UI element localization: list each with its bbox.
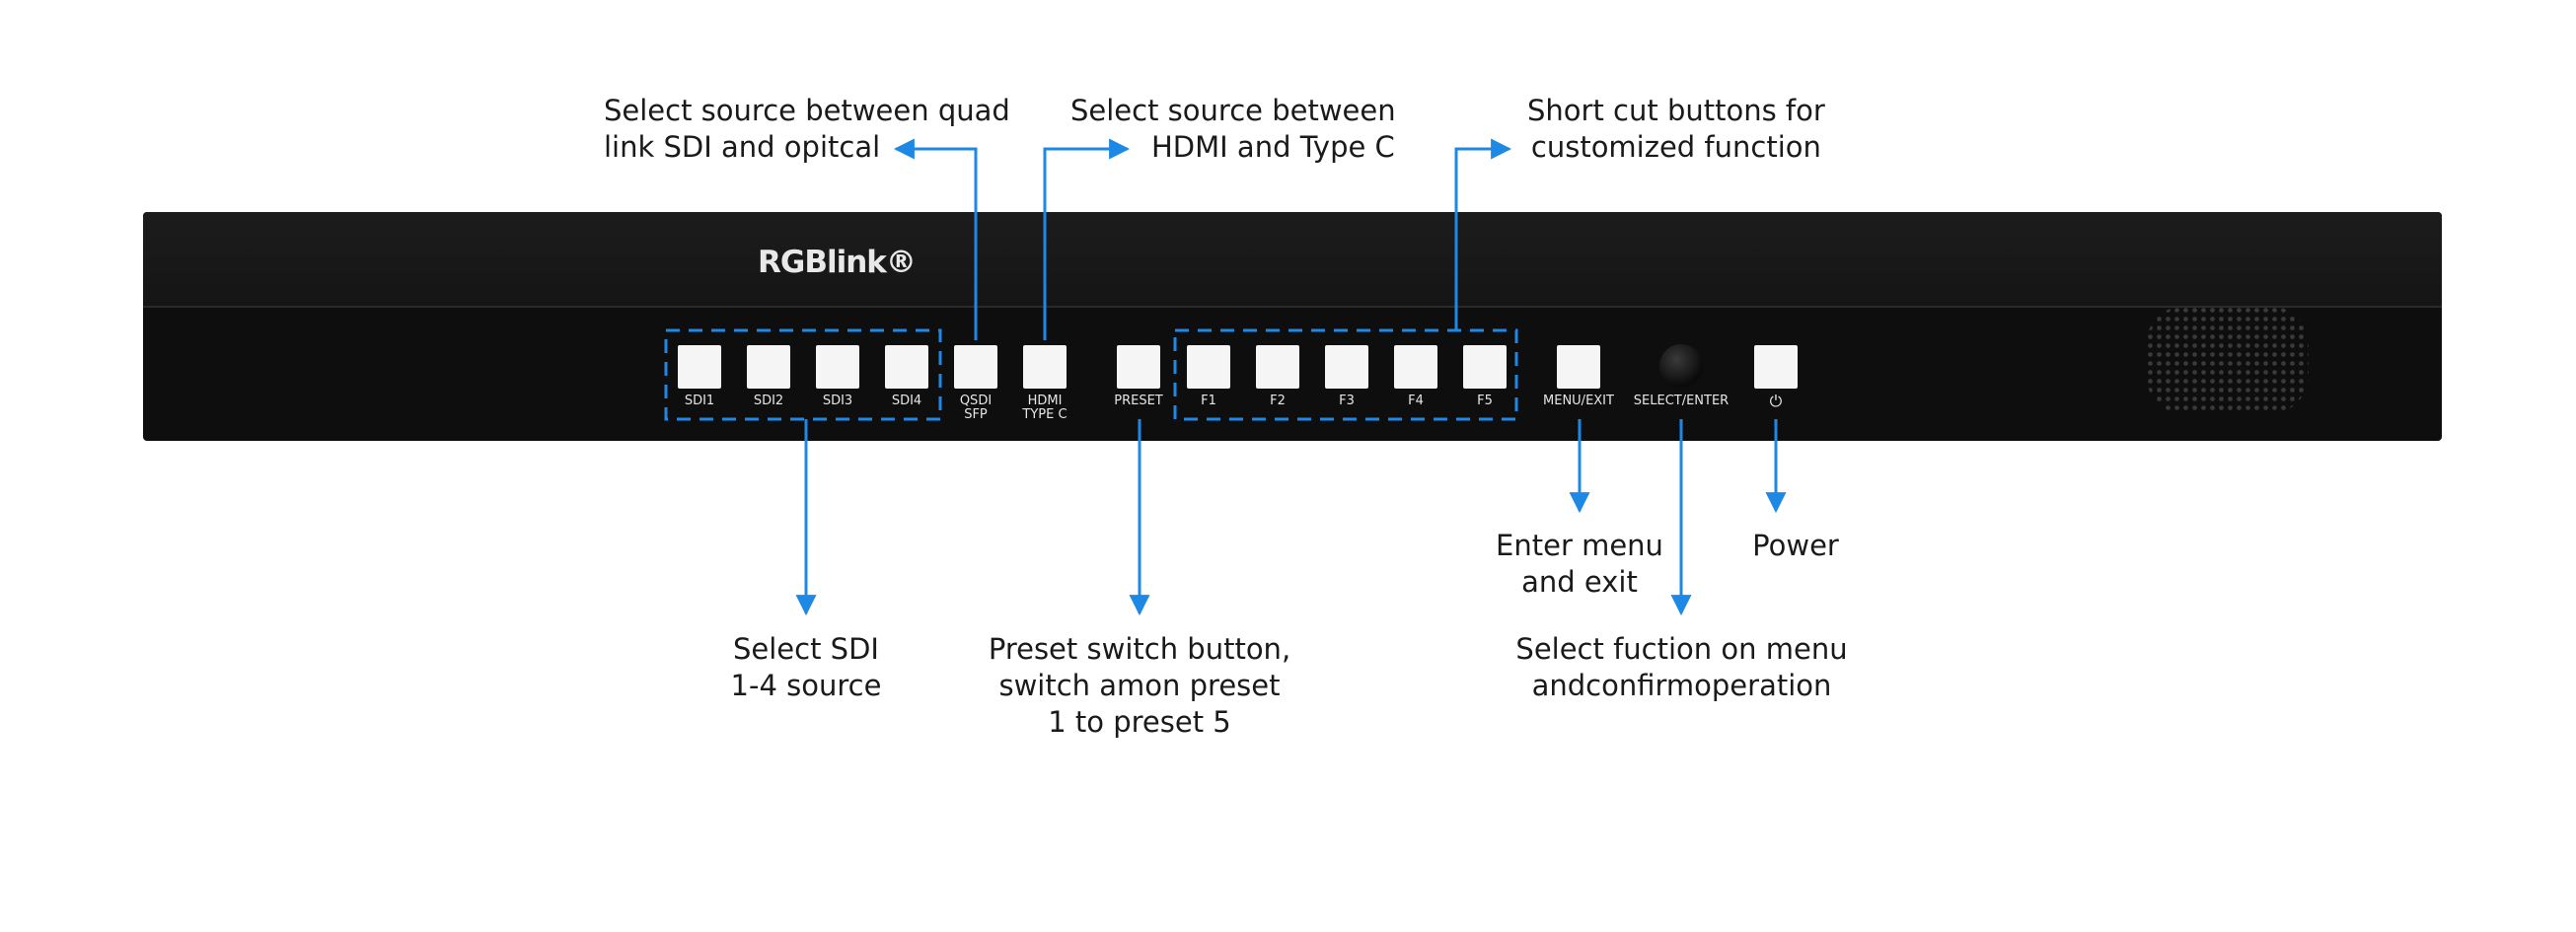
key-label-f3: F3 — [1339, 394, 1355, 408]
power-icon: ⏻ — [1769, 392, 1783, 410]
key-sdi3[interactable] — [816, 345, 859, 389]
key-label-f2: F2 — [1270, 394, 1286, 408]
key-label-preset: PRESET — [1114, 394, 1163, 408]
arrow-hdmi — [1043, 138, 1131, 340]
key-label-sdi4: SDI4 — [891, 394, 922, 408]
brand-logo: RGBlink® — [758, 245, 917, 280]
arrow-quad-sdi — [893, 138, 978, 340]
key-power[interactable] — [1754, 345, 1798, 389]
key-label-sdi3: SDI3 — [822, 394, 853, 408]
key-label-sdi1: SDI1 — [684, 394, 715, 408]
key-f5[interactable] — [1463, 345, 1507, 389]
arrow-shortcut — [1454, 138, 1512, 330]
speaker-grille — [2146, 306, 2309, 414]
device-top-bezel — [143, 212, 2442, 308]
key-label-f5: F5 — [1477, 394, 1493, 408]
key-f1[interactable] — [1187, 345, 1230, 389]
key-f4[interactable] — [1394, 345, 1437, 389]
key-sdi4[interactable] — [885, 345, 928, 389]
key-preset[interactable] — [1117, 345, 1160, 389]
callout-power: Power — [1752, 529, 1839, 562]
key-qsdi-sfp[interactable] — [954, 345, 997, 389]
key-menu-exit[interactable] — [1557, 345, 1600, 389]
key-f3[interactable] — [1325, 345, 1368, 389]
sdi-group-box — [664, 328, 942, 421]
key-label-f1: F1 — [1201, 394, 1216, 408]
key-label-select-enter: SELECT/ENTER — [1633, 394, 1730, 408]
key-label-sdi2: SDI2 — [753, 394, 784, 408]
function-group-box — [1173, 328, 1518, 421]
select-enter-knob[interactable] — [1659, 344, 1703, 388]
key-f2[interactable] — [1256, 345, 1299, 389]
key-sdi1[interactable] — [678, 345, 721, 389]
key-label-f4: F4 — [1408, 394, 1424, 408]
key-hdmi-typec[interactable] — [1023, 345, 1067, 389]
key-label-menu-exit: MENU/EXIT — [1543, 394, 1614, 408]
key-sdi2[interactable] — [747, 345, 790, 389]
